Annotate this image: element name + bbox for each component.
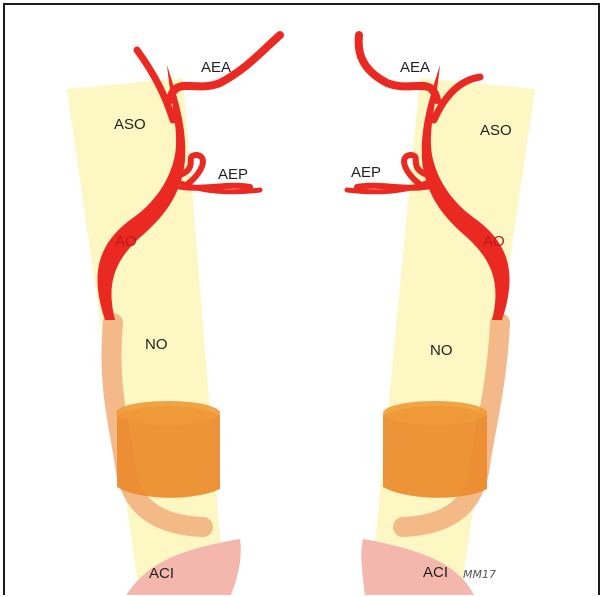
right-label-aep: AEP <box>351 165 381 180</box>
left-label-aep: AEP <box>218 167 248 182</box>
right-label-no: NO <box>430 343 453 358</box>
orbit-artery-diagram <box>5 5 600 595</box>
left-label-aci: ACI <box>149 566 174 581</box>
right-label-aso: ASO <box>480 123 512 138</box>
left-label-ao: AO <box>115 234 137 249</box>
left-diagram <box>67 35 280 595</box>
left-label-aso: ASO <box>114 117 146 132</box>
figure-frame: AEA ASO AEP AO NO ACI AEA ASO AEP AO NO … <box>3 3 600 595</box>
left-canal-top <box>116 401 220 425</box>
left-label-aea: AEA <box>201 60 231 75</box>
author-signature: MM17 <box>463 568 496 581</box>
right-diagram <box>347 35 535 595</box>
right-canal-top <box>383 401 487 425</box>
right-label-aci: ACI <box>423 565 448 580</box>
right-label-aea: AEA <box>400 60 430 75</box>
left-label-no: NO <box>145 337 168 352</box>
right-label-ao: AO <box>483 234 505 249</box>
